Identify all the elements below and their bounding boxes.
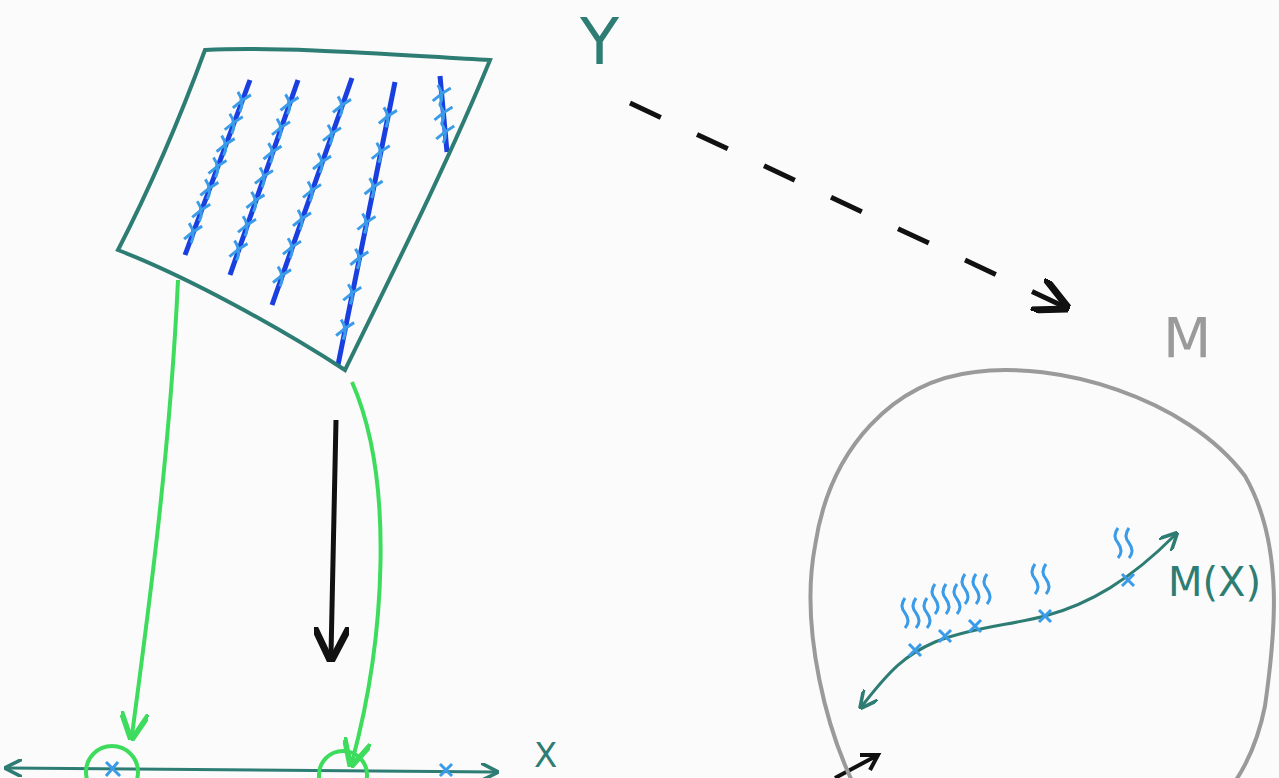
image-point (969, 620, 981, 632)
node-label: Y (580, 10, 619, 74)
fiber-point (313, 153, 331, 173)
base-line (8, 768, 495, 772)
image-fiber (1032, 564, 1038, 594)
fiber-point (358, 214, 376, 234)
image-curve (862, 535, 1175, 706)
outline-path (811, 370, 1274, 778)
fiber-point (272, 119, 290, 139)
fiber-point (264, 143, 282, 163)
fiber-point (255, 168, 273, 188)
base-point-circle (319, 751, 367, 778)
image-label: M(X) (1166, 562, 1263, 602)
image-point (909, 644, 921, 656)
base-point-circle (86, 746, 138, 778)
fiber-point (436, 123, 454, 143)
outline (805, 306, 1277, 778)
image-point (1039, 610, 1051, 622)
image-fiber (1115, 528, 1121, 558)
fiber-point (225, 114, 243, 134)
outline (110, 8, 630, 378)
base-point (106, 762, 452, 776)
map-arrow (331, 420, 336, 655)
image-fiber (943, 584, 949, 614)
fiber-point (433, 85, 451, 105)
fiber-point (303, 182, 321, 202)
image-fiber (1126, 528, 1132, 558)
fiber-point (379, 107, 397, 127)
image-fiber (973, 574, 979, 604)
fiber-point (184, 223, 202, 243)
fiber-point (247, 192, 265, 212)
outline-path (118, 49, 490, 370)
fiber-point (336, 320, 354, 340)
image-fiber (1043, 564, 1049, 594)
fiber-point (217, 136, 235, 156)
fiber-point (283, 238, 301, 258)
fiber-point (209, 158, 227, 178)
image-fiber (913, 598, 919, 628)
fiber-point (273, 267, 291, 287)
fiber-point (435, 104, 453, 124)
fiber-line (272, 78, 352, 305)
fibration-sheet: Y (110, 8, 630, 378)
fiber-point (372, 143, 390, 163)
fiber-point (333, 96, 351, 116)
image-fiber (962, 574, 968, 604)
projection-arrow (352, 382, 381, 762)
fiber-point (230, 241, 248, 261)
image-fiber (984, 574, 990, 604)
image-fiber (932, 584, 938, 614)
node-label: M (1163, 310, 1211, 366)
fiber-point (281, 94, 299, 114)
fiber-point (343, 284, 361, 304)
image-points (902, 528, 1134, 656)
image-point (939, 630, 951, 642)
fiber-point (238, 216, 256, 236)
fiber-point (323, 125, 341, 145)
fiber-point (233, 92, 251, 112)
image-fiber (902, 598, 908, 628)
projection-arrow (132, 280, 178, 735)
base-label: X (532, 738, 559, 772)
fibers (185, 76, 447, 365)
fiber-line (230, 80, 298, 275)
dashed-map-arrow (630, 103, 1063, 306)
fiber-point (200, 179, 218, 199)
fiber-point (293, 210, 311, 230)
image-point (1122, 574, 1134, 586)
image-fiber (954, 584, 960, 614)
image-fiber (924, 598, 930, 628)
fiber-point (192, 201, 210, 221)
fiber-point (365, 178, 383, 198)
fiber-point (350, 249, 368, 269)
moduli-space: M (805, 306, 1277, 778)
